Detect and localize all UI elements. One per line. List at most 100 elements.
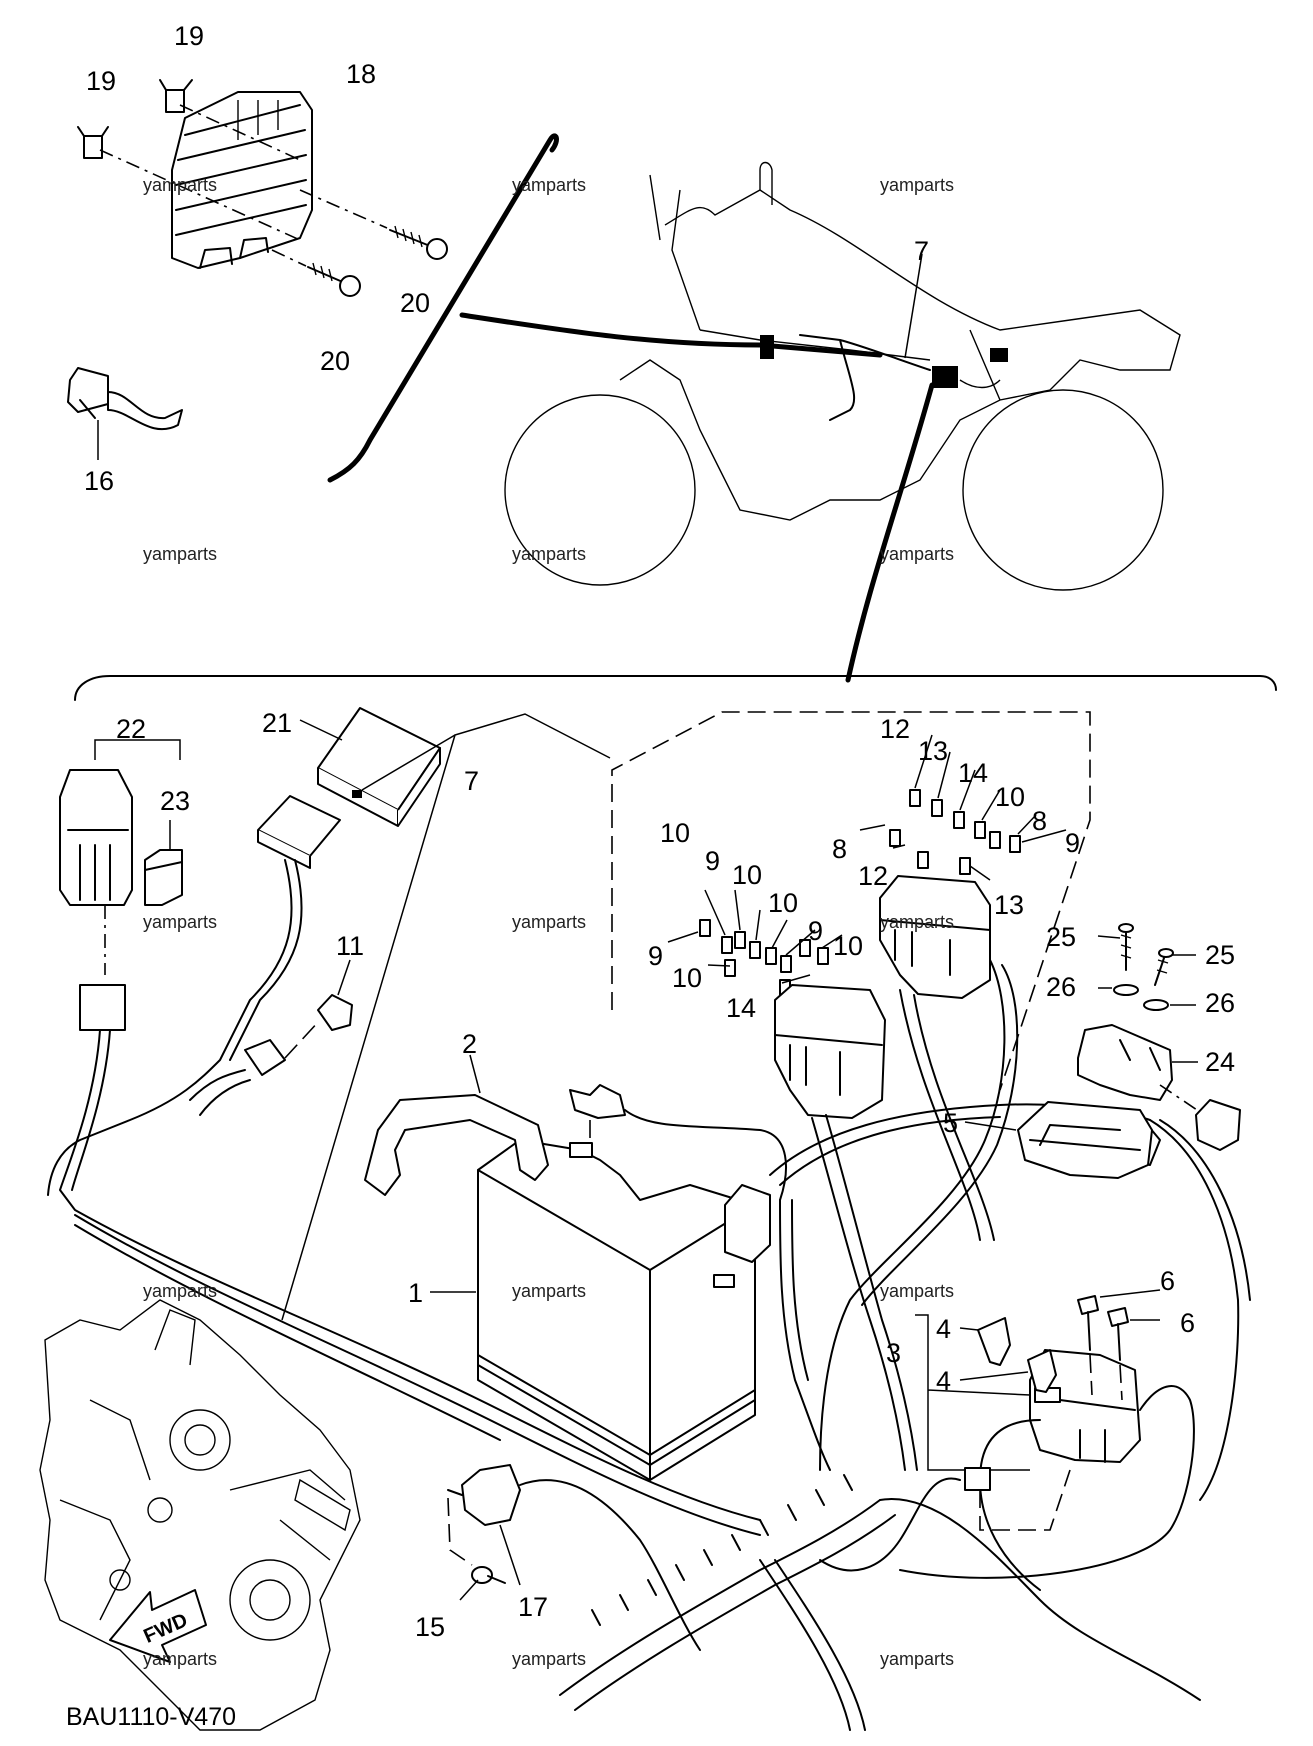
- callout-20: 20: [320, 346, 350, 376]
- callout-25: 25: [1046, 922, 1076, 952]
- watermark: yamparts: [143, 175, 217, 195]
- leader-21: [299, 719, 343, 741]
- watermark: yamparts: [880, 1649, 954, 1669]
- main-fuse-4a: [959, 1317, 1011, 1366]
- callout-5: 5: [943, 1108, 958, 1138]
- callout-9: 9: [705, 846, 720, 876]
- bolt-20-a: [389, 225, 448, 260]
- watermark: yamparts: [143, 1281, 217, 1301]
- callout-21: 21: [262, 708, 292, 738]
- callout-10: 10: [995, 782, 1025, 812]
- callout-3: 3: [886, 1338, 901, 1368]
- fuse-box-a: [774, 984, 886, 1119]
- watermark: yamparts: [512, 175, 586, 195]
- callout-26: 26: [1205, 988, 1235, 1018]
- rectifier-regulator: [171, 91, 313, 269]
- callout-10: 10: [660, 818, 690, 848]
- callout-12: 12: [858, 861, 888, 891]
- leader-22: [94, 739, 181, 760]
- assembly-line-19: [99, 104, 301, 241]
- callout-22: 22: [116, 714, 146, 744]
- watermark: yamparts: [143, 912, 217, 932]
- watermark: yamparts: [512, 544, 586, 564]
- watermark: yamparts: [880, 912, 954, 932]
- callout-10: 10: [768, 888, 798, 918]
- connector-24-mate: [1195, 1099, 1241, 1151]
- main-fuse-4b: [959, 1349, 1057, 1393]
- starter-relay-cover-5: [964, 1101, 1153, 1179]
- callout-12: 12: [880, 714, 910, 744]
- battery-band-2: [364, 1054, 549, 1196]
- watermark: yamparts: [880, 175, 954, 195]
- callout-6: 6: [1160, 1266, 1175, 1296]
- connector-22: [59, 769, 133, 906]
- assembly-line-20: [271, 189, 388, 267]
- callout-4: 4: [936, 1366, 951, 1396]
- watermark: yamparts: [880, 1281, 954, 1301]
- bracket-clip-19-a: [159, 79, 193, 113]
- callout-8: 8: [832, 834, 847, 864]
- callout-2: 2: [462, 1029, 477, 1059]
- callout-24: 24: [1205, 1047, 1235, 1077]
- bracket-clip-19-b: [77, 126, 109, 159]
- connector-23: [144, 849, 183, 906]
- callout-14: 14: [726, 993, 756, 1023]
- callout-9: 9: [648, 941, 663, 971]
- bolt-15: [459, 1566, 506, 1601]
- watermark: yamparts: [512, 912, 586, 932]
- callout-23: 23: [160, 786, 190, 816]
- bolt-20-b: [307, 262, 361, 297]
- callout-10: 10: [672, 963, 702, 993]
- assembly-line-24: [1159, 1084, 1201, 1113]
- callout-8: 8: [1032, 806, 1047, 836]
- watermark: yamparts: [143, 1649, 217, 1669]
- callout-15: 15: [415, 1612, 445, 1642]
- callout-20: 20: [400, 288, 430, 318]
- engine-reference: [39, 1299, 361, 1731]
- fuse-box-b: [879, 875, 991, 999]
- bolts-6: [1077, 1289, 1161, 1401]
- connector-21-mate: [257, 795, 341, 869]
- fuses-group: [699, 789, 1021, 997]
- callout-19: 19: [174, 21, 204, 51]
- callout-25: 25: [1205, 940, 1235, 970]
- harness-connector-22-mate: [79, 984, 126, 1031]
- motorcycle-outline: [327, 133, 1181, 683]
- relay-bracket-24: [1077, 1024, 1198, 1101]
- watermark: yamparts: [143, 544, 217, 564]
- callout-13: 13: [918, 736, 948, 766]
- callout-19: 19: [86, 66, 116, 96]
- harness-wrap: [189, 1069, 251, 1116]
- callout-18: 18: [346, 59, 376, 89]
- watermark: yamparts: [512, 1649, 586, 1669]
- fuse-box-cables: [779, 959, 1019, 1471]
- callout-10: 10: [833, 931, 863, 961]
- watermark: yamparts: [880, 544, 954, 564]
- cable-clamp-16: [67, 367, 183, 460]
- relay-cables: [819, 1385, 1195, 1591]
- washers-26: [1098, 984, 1196, 1011]
- fuse-box-region: [611, 711, 1091, 1091]
- bolts-25: [1097, 923, 1196, 986]
- callout-7: 7: [464, 766, 479, 796]
- callout-17: 17: [518, 1592, 548, 1622]
- sensor-17: [447, 1464, 701, 1651]
- callout-1: 1: [408, 1278, 423, 1308]
- connector-11: [244, 959, 353, 1076]
- callout-26: 26: [1046, 972, 1076, 1002]
- starter-relay-3: [915, 1314, 1141, 1471]
- callout-14: 14: [958, 758, 988, 788]
- watermark: yamparts: [512, 1281, 586, 1301]
- diagram-code: BAU1110-V470: [66, 1703, 236, 1731]
- harness-bundle-lower: [559, 1474, 1201, 1731]
- callout-9: 9: [808, 916, 823, 946]
- callout-4: 4: [936, 1314, 951, 1344]
- detail-frame: [74, 675, 1277, 701]
- callout-13: 13: [994, 890, 1024, 920]
- callout-10: 10: [732, 860, 762, 890]
- callout-7: 7: [914, 236, 929, 266]
- callout-6: 6: [1180, 1308, 1195, 1338]
- wire-locator-curve: [327, 133, 559, 483]
- callout-9: 9: [1065, 828, 1080, 858]
